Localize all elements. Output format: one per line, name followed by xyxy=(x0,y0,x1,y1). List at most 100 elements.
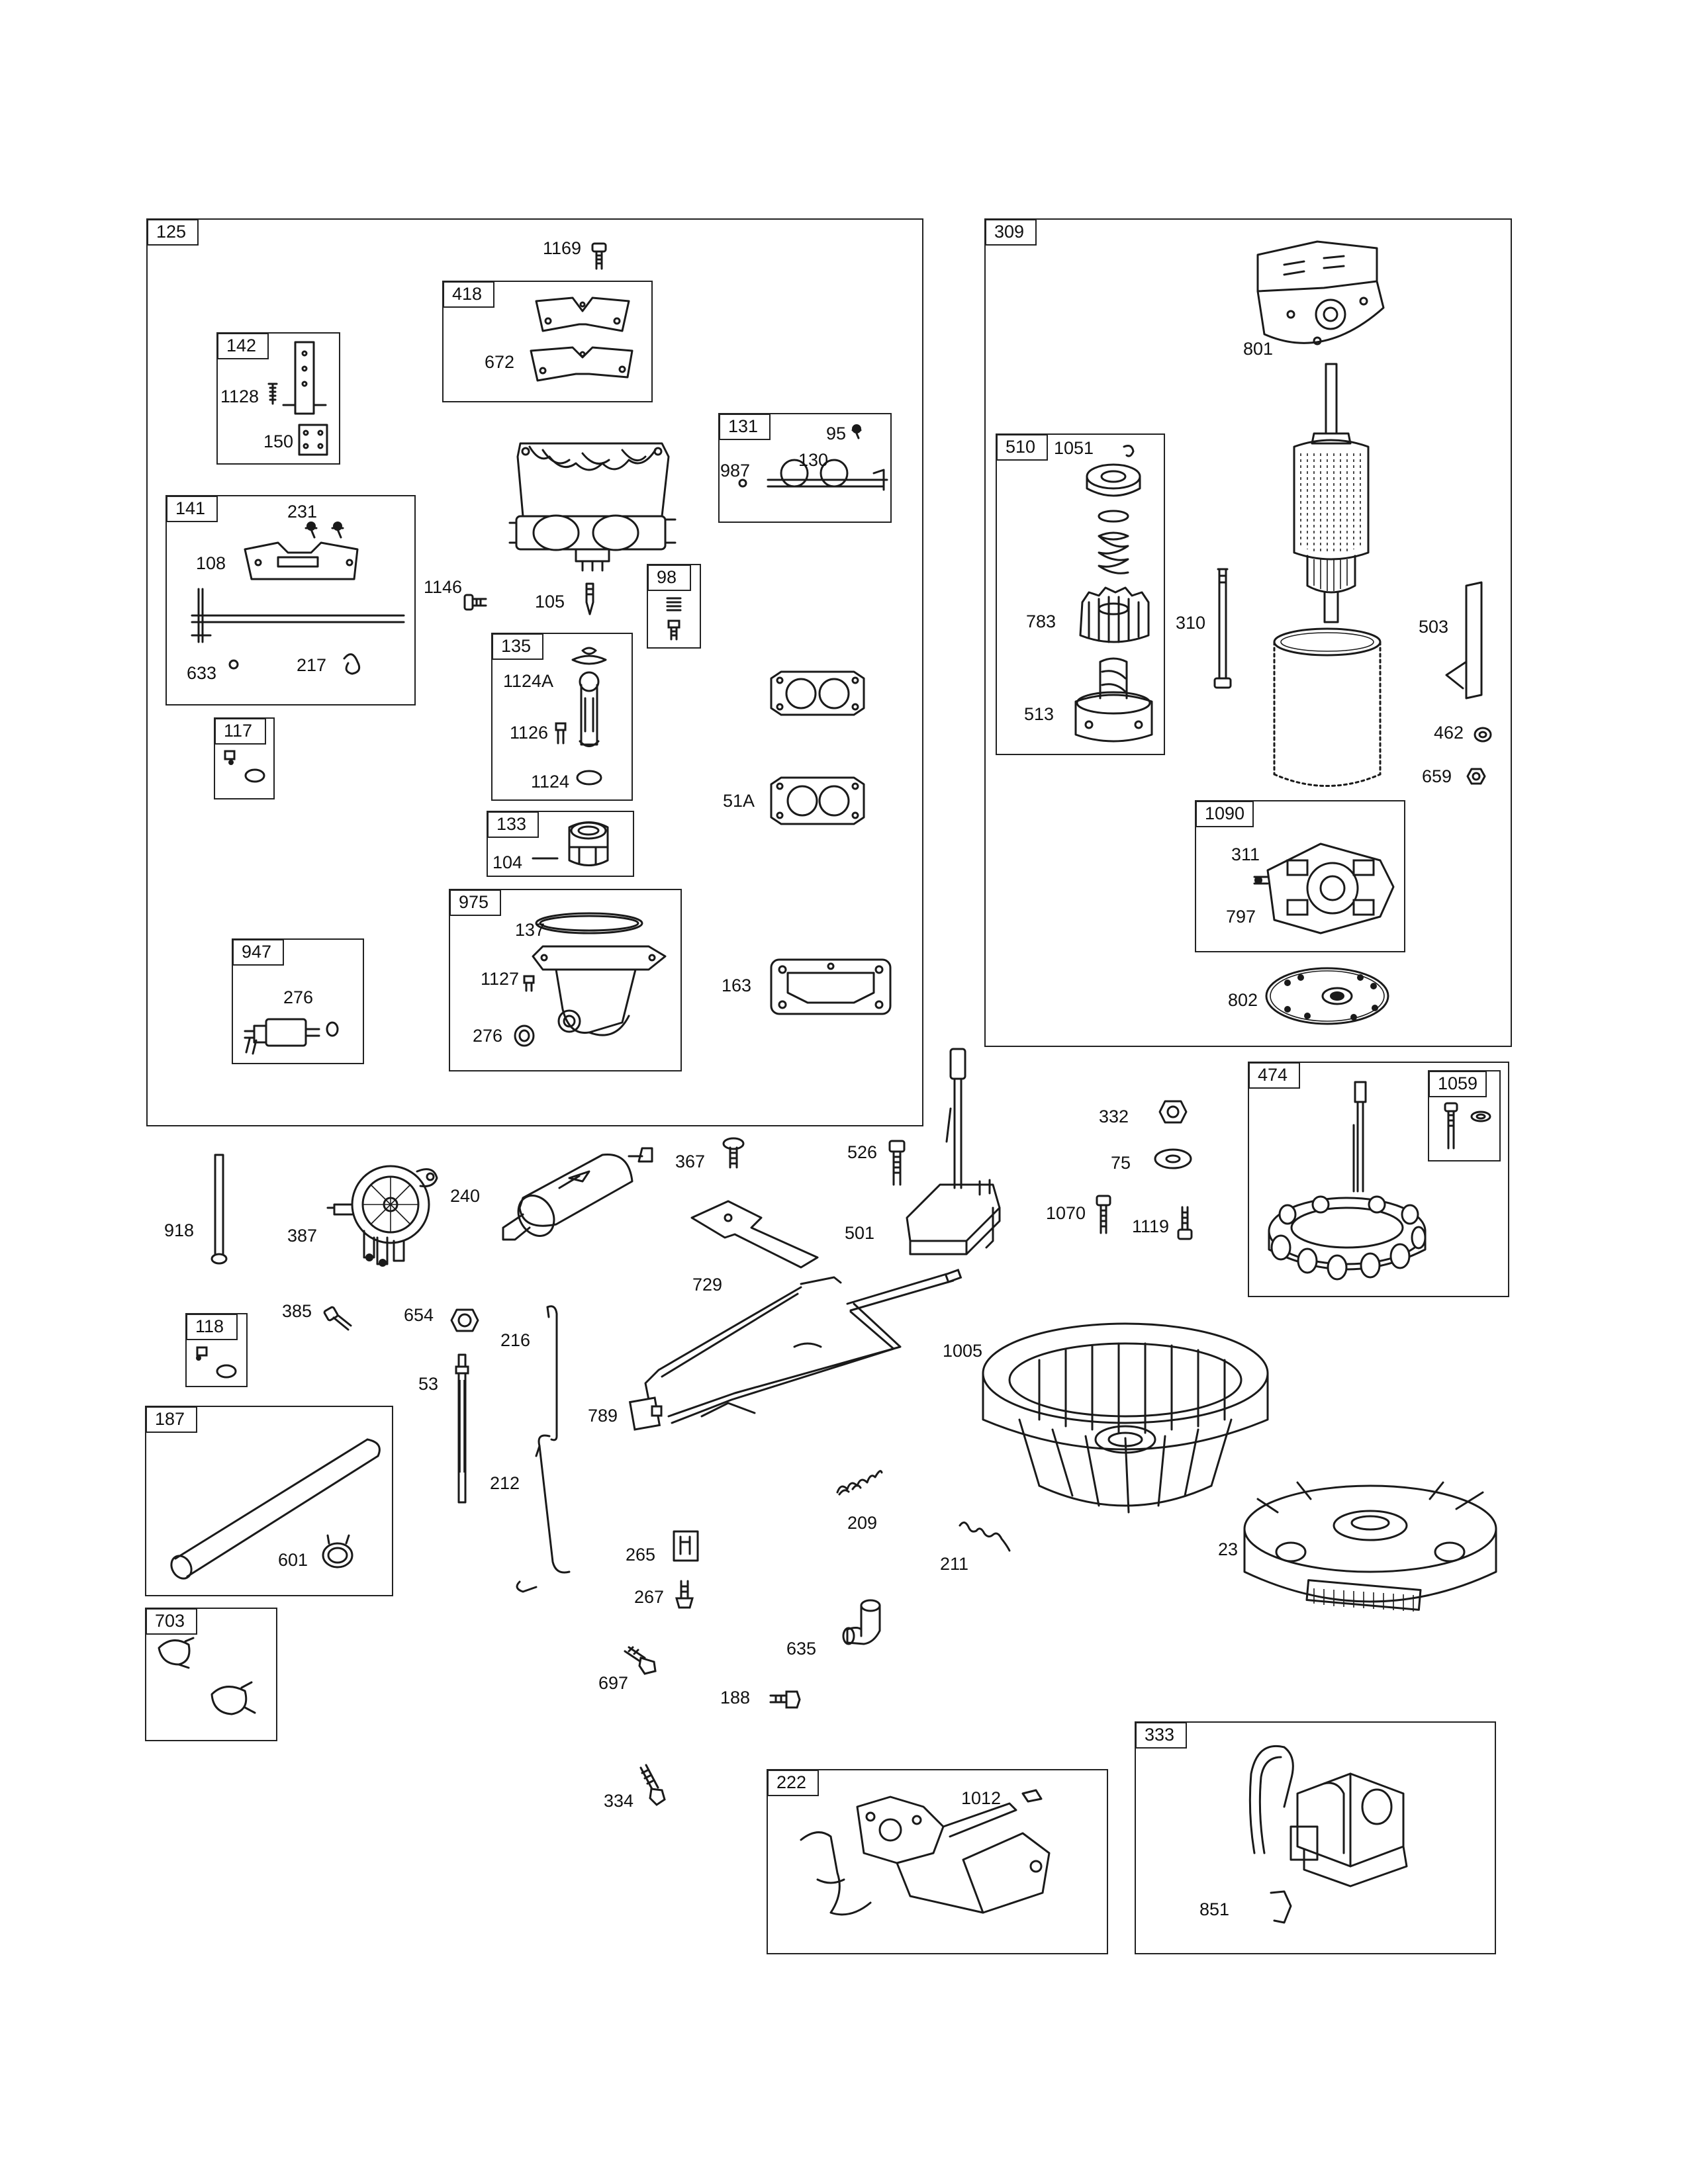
group-tag-141: 141 xyxy=(166,496,218,522)
callout-462: 462 xyxy=(1434,723,1464,743)
group-tag-333: 333 xyxy=(1135,1722,1187,1749)
bracket-503-art xyxy=(1443,581,1489,702)
group-tag-703: 703 xyxy=(146,1608,197,1635)
callout-918: 918 xyxy=(164,1220,195,1240)
callout-635: 635 xyxy=(786,1639,817,1659)
callout-1124A: 1124A xyxy=(503,671,554,691)
callout-367: 367 xyxy=(675,1152,706,1171)
nut-332-art xyxy=(1158,1099,1188,1125)
callout-1124: 1124 xyxy=(531,772,570,792)
elbow-975-art xyxy=(514,910,675,1066)
group-box-131: 131 xyxy=(718,413,892,523)
link-216-art xyxy=(539,1304,566,1443)
gasket-51a-art xyxy=(768,774,867,827)
group-tag-222: 222 xyxy=(767,1770,819,1796)
callout-137: 137 xyxy=(515,920,545,940)
ignition-coil-333-art xyxy=(1244,1734,1423,1939)
callout-1119: 1119 xyxy=(1132,1216,1170,1236)
callout-513: 513 xyxy=(1024,704,1055,724)
callout-526: 526 xyxy=(847,1142,878,1162)
callout-75: 75 xyxy=(1111,1153,1131,1173)
callout-95: 95 xyxy=(826,424,847,443)
screw-267-art xyxy=(674,1578,695,1612)
callout-1012: 1012 xyxy=(961,1788,1002,1808)
callout-385: 385 xyxy=(282,1301,312,1321)
bracket-265-art xyxy=(671,1529,700,1563)
gasket-163-art xyxy=(768,953,894,1019)
harness-789-art xyxy=(622,1264,993,1482)
screw-1070-art xyxy=(1094,1195,1113,1236)
group-box-947: 947 xyxy=(232,938,364,1064)
callout-1070: 1070 xyxy=(1046,1203,1086,1223)
bolt-526-art xyxy=(887,1140,907,1187)
group-box-418: 418 xyxy=(442,281,653,402)
group-tag-142: 142 xyxy=(217,333,269,359)
brush-holder-1090-art xyxy=(1253,834,1400,943)
bolt-310-art xyxy=(1213,563,1233,692)
group-tag-1090: 1090 xyxy=(1196,801,1254,827)
screw-1059-art xyxy=(1433,1102,1496,1155)
callout-783: 783 xyxy=(1026,612,1056,631)
callout-659: 659 xyxy=(1422,766,1452,786)
starter-bracket-801-art xyxy=(1244,228,1397,361)
bracket-142-art xyxy=(265,339,338,461)
callout-501: 501 xyxy=(845,1223,875,1243)
callout-851: 851 xyxy=(1199,1899,1230,1919)
link-212-art xyxy=(503,1430,576,1595)
gasket-418-art xyxy=(523,291,642,390)
throttle-shaft-131-art xyxy=(738,424,888,516)
fitting-635-art xyxy=(841,1596,887,1655)
callout-1126: 1126 xyxy=(510,723,549,743)
bolt-188-art xyxy=(768,1688,801,1711)
solenoid-947-art xyxy=(240,1006,339,1059)
tube-187-art xyxy=(156,1430,387,1588)
group-tag-117: 117 xyxy=(214,718,266,745)
bolt-334-art xyxy=(635,1764,669,1810)
callout-654: 654 xyxy=(404,1305,434,1325)
callout-211: 211 xyxy=(940,1554,969,1574)
callout-51A: 51A xyxy=(723,791,755,811)
callout-163: 163 xyxy=(722,976,752,995)
screw-1119-art xyxy=(1176,1205,1194,1242)
callout-212: 212 xyxy=(490,1473,520,1493)
group-box-141: 141 xyxy=(165,495,416,705)
callout-130: 130 xyxy=(798,450,829,470)
group-box-118: 118 xyxy=(185,1313,248,1387)
group-tag-187: 187 xyxy=(146,1406,197,1433)
callout-310: 310 xyxy=(1176,613,1206,633)
group-box-1059: 1059 xyxy=(1428,1070,1501,1161)
callout-1051: 1051 xyxy=(1054,438,1094,458)
group-tag-418: 418 xyxy=(443,281,494,308)
callout-1127: 1127 xyxy=(481,969,520,989)
fan-art xyxy=(980,1320,1271,1525)
group-box-309: 309 xyxy=(984,218,1512,1047)
group-box-135: 135 xyxy=(491,633,633,801)
callout-240: 240 xyxy=(450,1186,481,1206)
callout-987: 987 xyxy=(720,461,751,480)
washer-462-art xyxy=(1473,725,1493,745)
callout-729: 729 xyxy=(692,1275,723,1295)
callout-797: 797 xyxy=(1226,907,1256,927)
nut-659-art xyxy=(1466,766,1486,786)
group-box-125: 125 xyxy=(146,218,923,1126)
group-tag-975: 975 xyxy=(449,889,501,916)
screw-1169-art xyxy=(589,242,609,271)
callout-1169: 1169 xyxy=(543,238,582,258)
callout-672: 672 xyxy=(485,352,515,372)
group-box-1090: 1090 xyxy=(1195,800,1405,952)
callout-334: 334 xyxy=(604,1791,634,1811)
governor-222-art xyxy=(791,1780,1096,1946)
spring-98-art xyxy=(662,596,686,642)
callout-789: 789 xyxy=(588,1406,618,1426)
group-tag-133: 133 xyxy=(487,811,539,838)
callout-802: 802 xyxy=(1228,990,1258,1010)
group-tag-118: 118 xyxy=(186,1314,238,1340)
group-box-142: 142 xyxy=(216,332,340,465)
nut-654-art xyxy=(450,1307,479,1334)
grommet-118-art xyxy=(192,1343,245,1383)
needle-105-art xyxy=(581,582,598,615)
screw-1146-art xyxy=(463,592,487,612)
washer-75-art xyxy=(1153,1147,1193,1171)
callout-108: 108 xyxy=(196,553,226,573)
